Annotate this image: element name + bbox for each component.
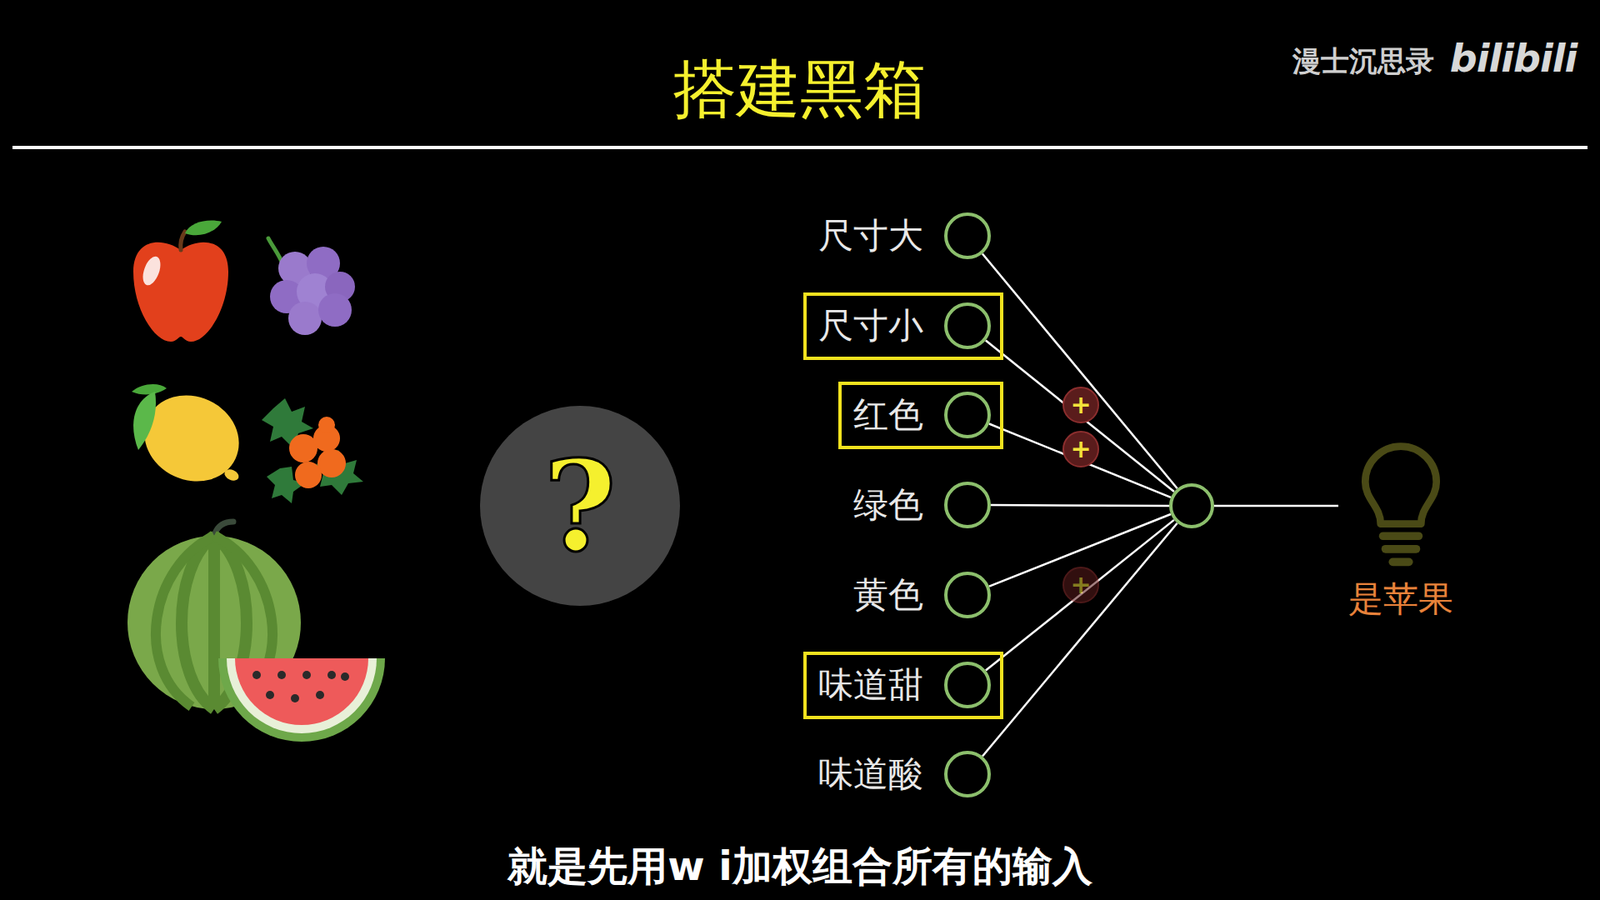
feature-label: 绿色 [853, 481, 924, 529]
weight-sign: + [1062, 386, 1100, 424]
weight-connection [989, 424, 1171, 498]
input-neuron: 红色 [838, 381, 1004, 450]
feature-label: 味道酸 [818, 750, 924, 798]
berries-icon [261, 398, 364, 504]
apple-icon [133, 220, 229, 342]
slide-title: 搭建黑箱 [673, 47, 927, 134]
watermark-site: bilibili [1450, 35, 1577, 81]
feature-label: 尺寸小 [818, 302, 924, 350]
neuron-circle [944, 391, 991, 439]
weight-connection [985, 340, 1175, 493]
mystery-circle: ? [480, 405, 680, 606]
subtitle-caption: 就是先用w i加权组合所有的输入 [507, 840, 1093, 894]
neuron-circle [944, 302, 991, 350]
header-rule [12, 145, 1588, 150]
weight-connection [1214, 505, 1339, 508]
watermelon-icon [127, 521, 385, 742]
weight-sign: + [1062, 430, 1100, 468]
grapes-icon [268, 238, 355, 335]
neuron-circle [944, 571, 991, 619]
neuron-circle [944, 661, 991, 709]
watermark-channel: 漫士沉思录 [1292, 42, 1435, 81]
neuron-circle [944, 750, 991, 798]
lightbulb-output: 是苹果 [1338, 433, 1464, 623]
weight-sign: + [1062, 566, 1100, 604]
weight-connection [990, 504, 1170, 507]
input-neuron: 尺寸小 [803, 292, 1004, 360]
feature-label: 味道甜 [818, 661, 924, 709]
input-neuron: 绿色 [838, 471, 1004, 540]
output-label: 是苹果 [1348, 575, 1454, 623]
lightbulb-icon [1346, 433, 1455, 571]
lemon-icon [130, 380, 253, 497]
input-neuron: 味道酸 [803, 740, 1004, 809]
feature-label: 尺寸大 [818, 212, 924, 260]
output-neuron [1169, 483, 1215, 529]
input-neuron: 黄色 [838, 561, 1004, 630]
input-neuron: 味道甜 [803, 651, 1004, 720]
question-mark: ? [543, 443, 617, 569]
feature-label: 红色 [853, 391, 924, 439]
neuron-circle [944, 212, 991, 260]
weight-connection [985, 520, 1175, 671]
neuron-circle [944, 481, 991, 529]
input-neuron: 尺寸大 [803, 202, 1004, 270]
weight-connection [982, 523, 1178, 757]
weight-connection [982, 254, 1178, 490]
feature-label: 黄色 [853, 571, 924, 619]
